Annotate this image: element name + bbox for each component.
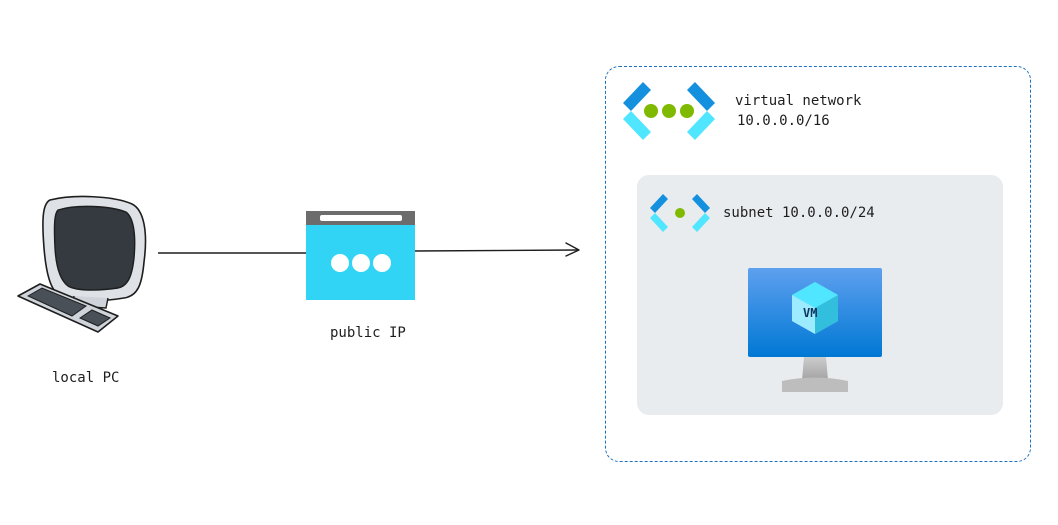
virtual-machine-icon	[748, 268, 882, 392]
public-ip-icon	[306, 211, 415, 300]
local-pc-label: local PC	[52, 370, 120, 386]
subnet-icon	[650, 194, 710, 232]
desktop-computer-icon	[17, 195, 147, 333]
public-ip-label: public IP	[330, 325, 406, 341]
dot-2	[352, 254, 370, 272]
virtual-network-container	[605, 66, 1031, 462]
arrowhead	[565, 242, 580, 257]
virtual-network-cidr: 10.0.0.0/16	[737, 113, 830, 129]
virtual-network-icon	[623, 82, 715, 140]
virtual-network-label: virtual network	[735, 93, 862, 109]
edge-publicip-vnet	[413, 249, 579, 252]
vm-label: VM	[803, 306, 818, 320]
dot-1	[331, 254, 349, 272]
dot-3	[373, 254, 391, 272]
subnet-label: subnet 10.0.0.0/24	[723, 205, 875, 221]
